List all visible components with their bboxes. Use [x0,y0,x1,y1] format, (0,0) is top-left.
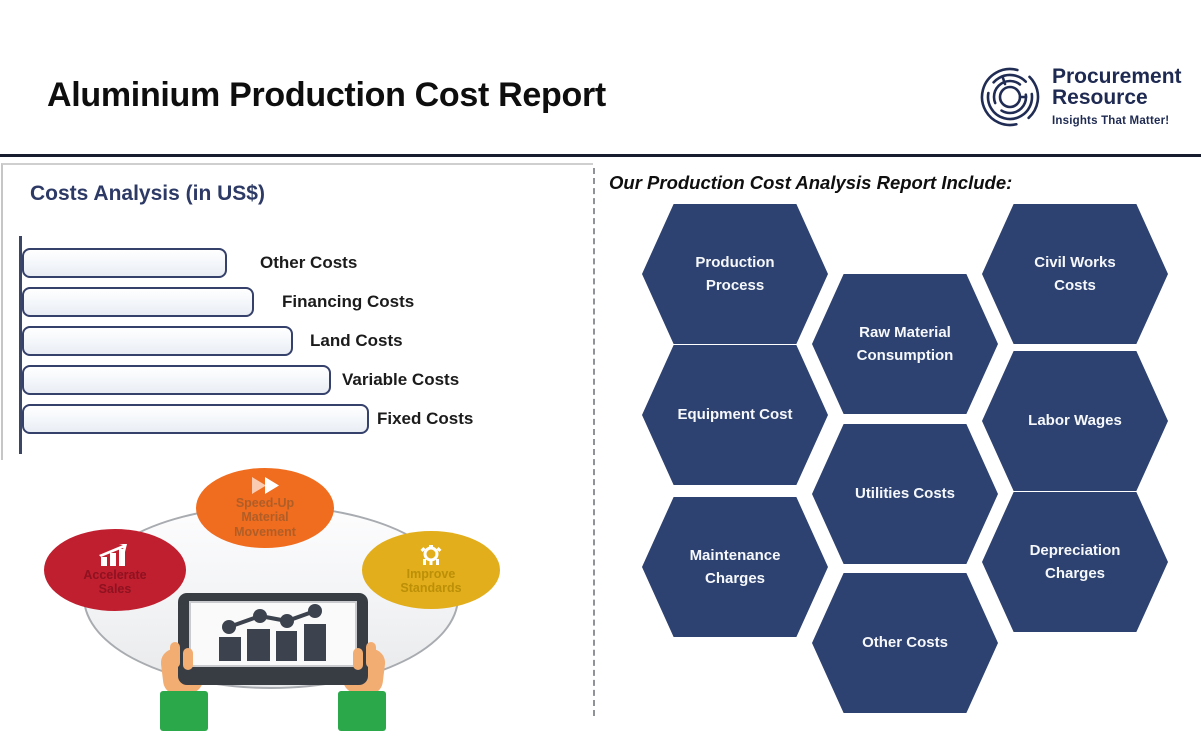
hexagon-label: Civil Works Costs [1034,253,1116,294]
bar-label: Other Costs [260,253,358,272]
bubble-label: Accelerate Sales [83,567,147,596]
tablet-screen [189,601,357,667]
hexagon-raw-material-consumption: Raw Material Consumption [812,274,998,414]
bar-label: Variable Costs [342,370,460,389]
bar-land-costs [22,326,293,356]
logo-line-1: Procurement [1052,65,1182,88]
bar-financing-costs [22,287,254,317]
hexagon-depreciation-charges: Depreciation Charges [982,492,1168,632]
logo-tagline: Insights That Matter! [1052,115,1170,127]
hexagon-maintenance-charges: Maintenance Charges [642,497,828,637]
bar-row-land-costs: Land Costs [22,326,403,356]
procurement-resource-logo: Procurement Resource Insights That Matte… [977,64,1182,130]
tablet-bar-chart-icon [219,604,326,661]
bar-other-costs [22,248,227,278]
hexagon-labor-wages: Labor Wages [982,351,1168,491]
right-sleeve [338,691,386,731]
header-divider [0,154,1201,157]
hexagon-label: Labor Wages [1028,412,1122,430]
bar-row-other-costs: Other Costs [22,248,357,278]
tablet [178,593,368,685]
speed-up-material-movement-bubble: Speed-Up Material Movement [196,468,334,548]
bar-row-variable-costs: Variable Costs [22,365,459,395]
left-sleeve [160,691,208,731]
hexagon-label: Other Costs [862,634,948,652]
page-title: Aluminium Production Cost Report [47,76,606,114]
bar-fixed-costs [22,404,369,434]
maze-logo-icon [980,67,1040,127]
chart-title: Costs Analysis (in US$) [30,182,265,205]
fast-forward-icon [252,476,279,494]
bar-label: Financing Costs [282,292,415,311]
chart-axis-line [19,236,22,454]
hexagon-utilities-costs: Utilities Costs [812,424,998,564]
bubble-label: Speed-Up Material Movement [234,495,296,539]
hexagon-label: Utilities Costs [854,485,956,503]
left-hand-finger [170,642,180,668]
bar-variable-costs [22,365,331,395]
costs-analysis-panel: Costs Analysis (in US$) Other Costs Fina… [1,163,593,460]
gear-icon [420,544,442,565]
growth-bar-chart-icon [99,543,127,566]
left-hand-finger [183,648,193,670]
hexagon-other-costs: Other Costs [812,573,998,713]
right-hand-finger [353,648,363,670]
bar-label: Fixed Costs [377,409,474,428]
bubble-label: Improve Standards [400,566,462,595]
logo-text: Procurement Resource Insights That Matte… [1052,66,1182,127]
bar-row-fixed-costs: Fixed Costs [22,404,473,434]
accelerate-sales-bubble: Accelerate Sales [44,529,186,611]
hexagon-label: Maintenance Charges [689,546,781,587]
logo-line-2: Resource [1052,86,1148,109]
hexagon-civil-works-costs: Civil Works Costs [982,204,1168,344]
right-hand-finger [366,642,376,668]
hexagon-production-process: Production Process [642,204,828,344]
dashed-separator [593,168,595,716]
hexagon-label: Depreciation Charges [1029,541,1121,582]
hexagon-label: Equipment Cost [677,406,793,424]
bar-label: Land Costs [310,331,403,350]
right-panel-heading: Our Production Cost Analysis Report Incl… [609,172,1013,193]
hexagon-equipment-cost: Equipment Cost [642,345,828,485]
bar-row-financing-costs: Financing Costs [22,287,414,317]
hexagon-label: Production Process [695,253,775,294]
improve-standards-bubble: Improve Standards [362,531,500,609]
hexagon-label: Raw Material Consumption [856,323,954,364]
